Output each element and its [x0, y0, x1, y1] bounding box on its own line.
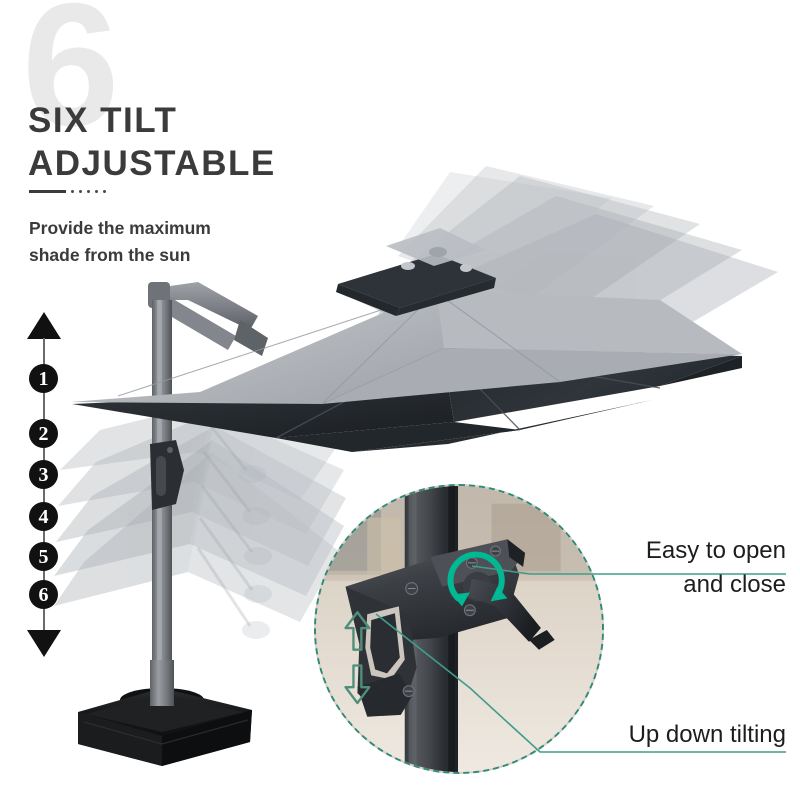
watermark-number: 6: [22, 0, 119, 163]
tilt-step-6: 6: [29, 580, 58, 609]
callout-easy-open-line-1: Easy to open: [645, 537, 786, 564]
divider-dot: [71, 190, 74, 193]
tilt-handle-detail-inset: [314, 484, 604, 774]
divider-dot: [87, 190, 90, 193]
subtitle-block: Provide the maximum shade from the sun: [29, 215, 211, 269]
tilt-step-3: 3: [29, 460, 58, 489]
tilt-step-5: 5: [29, 542, 58, 571]
tilt-scale: 1 2 3 4 5 6: [22, 312, 66, 657]
tilt-handle-photo: [316, 486, 602, 772]
callout-up-down-tilting-line-1: Up down tilting: [628, 721, 786, 748]
subtitle-line-2: shade from the sun: [29, 245, 191, 266]
tilt-step-4: 4: [29, 502, 58, 531]
callout-easy-open: Easy to open and close: [608, 534, 786, 602]
arrow-up-icon: [27, 312, 61, 339]
tilt-step-1: 1: [29, 364, 58, 393]
headline-line-1: SIX TILT: [28, 101, 178, 140]
callout-easy-open-line-2: and close: [683, 571, 786, 599]
canopy-main: [70, 228, 742, 452]
divider-dot: [103, 190, 106, 193]
callout-up-down-tilting: Up down tilting: [578, 718, 786, 752]
rotate-arrow-head-2: [452, 592, 470, 607]
headline-divider: [29, 190, 106, 193]
divider-dot: [95, 190, 98, 193]
rotate-arrow-head: [490, 586, 508, 602]
arrow-up-outline-icon: [344, 611, 371, 651]
headline-line-2: ADJUSTABLE: [28, 143, 276, 183]
headline-block: SIX TILT ADJUSTABLE: [28, 100, 276, 185]
tilt-handle-on-mast: [150, 440, 184, 510]
divider-bar: [29, 190, 66, 193]
subtitle-line-1: Provide the maximum: [29, 218, 211, 238]
arrow-down-icon: [27, 630, 61, 657]
divider-dot: [79, 190, 82, 193]
rotate-arrow-icon: [447, 551, 505, 602]
tilt-step-2: 2: [29, 419, 58, 448]
umbrella-base: [78, 660, 252, 766]
arrow-down-outline-icon: [344, 664, 371, 705]
